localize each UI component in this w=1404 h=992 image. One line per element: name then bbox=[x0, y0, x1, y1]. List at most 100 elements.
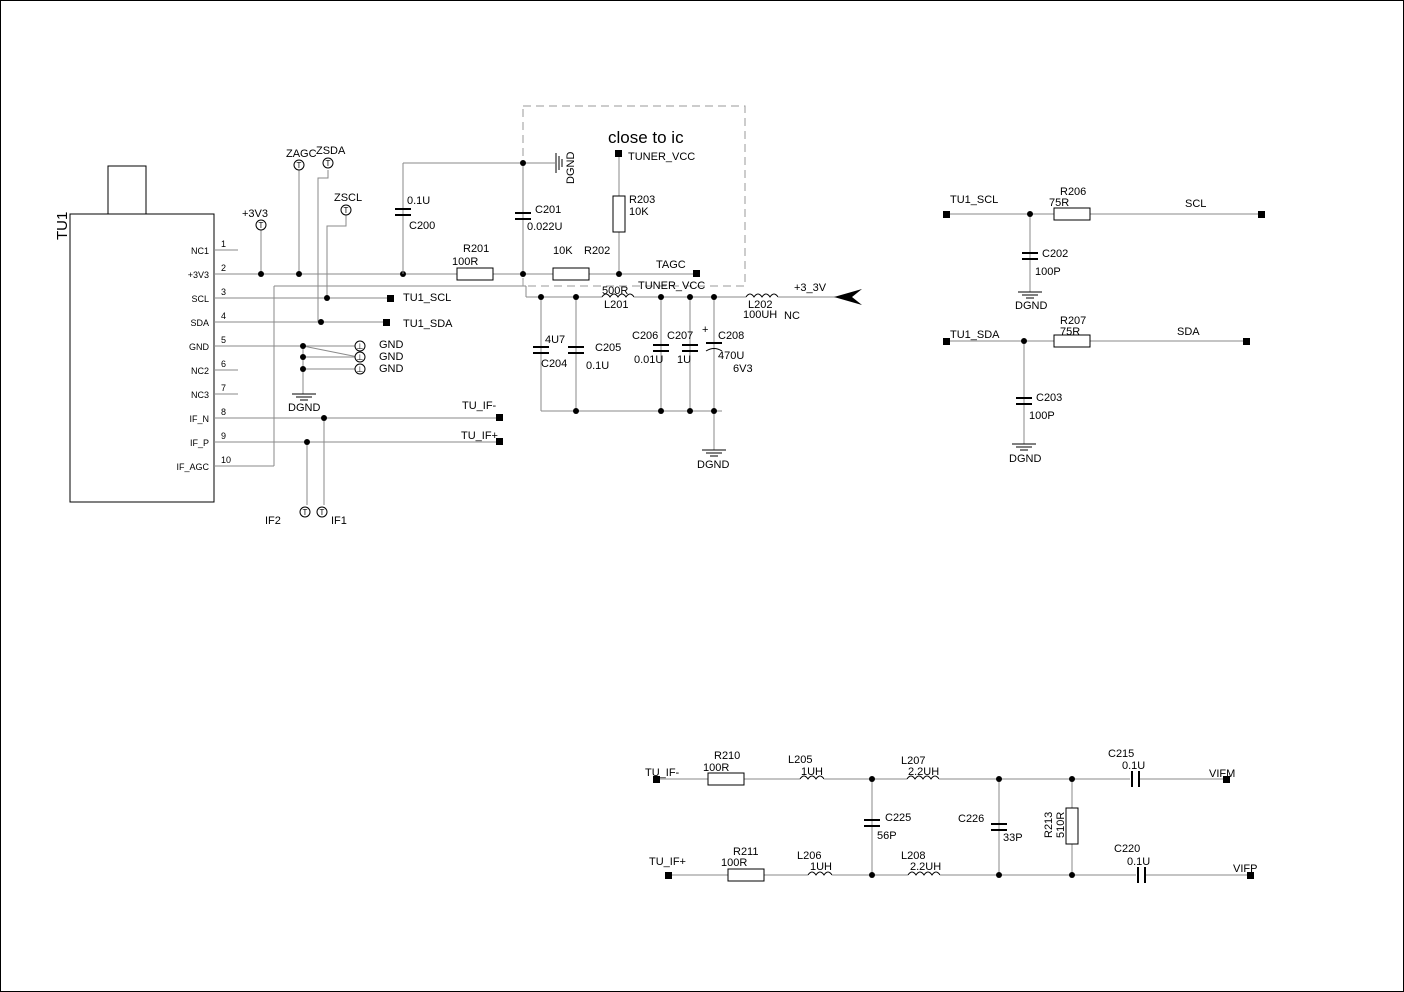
c203-ref: C203 bbox=[1036, 392, 1062, 404]
tuner-pin-name: +3V3 bbox=[188, 270, 209, 280]
svg-text:⊥: ⊥ bbox=[357, 353, 364, 362]
dgnd-bottom-icon: DGND bbox=[697, 449, 729, 471]
c208-polarity: + bbox=[702, 324, 708, 336]
r202-value: 10K bbox=[553, 245, 573, 257]
r210-ref: R210 bbox=[714, 750, 740, 762]
c215-value: 0.1U bbox=[1122, 760, 1145, 772]
testpoint-zscl-icon: T ZSCL bbox=[334, 192, 362, 216]
c205-ref: C205 bbox=[595, 342, 621, 354]
tuner-pin-number: 8 bbox=[221, 407, 226, 417]
net-sda-out: SDA bbox=[1177, 326, 1200, 338]
testpoint-zsda-icon: T ZSDA bbox=[316, 145, 346, 169]
tuner-module: TU1 NC11+3V32SCL3SDA4GND5NC26NC37IF_N8IF… bbox=[54, 165, 231, 503]
c208-value: 470U bbox=[718, 350, 744, 362]
testpoint-if2-icon: T IF2 bbox=[265, 506, 311, 527]
tuner-pin-list: NC11+3V32SCL3SDA4GND5NC26NC37IF_N8IF_P9I… bbox=[176, 239, 231, 472]
svg-text:T: T bbox=[303, 508, 308, 517]
l207-value: 2.2UH bbox=[908, 766, 939, 778]
c205-value: 0.1U bbox=[586, 360, 609, 372]
c201-ref: C201 bbox=[535, 204, 561, 216]
l206-value: 1UH bbox=[810, 861, 832, 873]
net-vifp: VIFP bbox=[1233, 863, 1257, 875]
l201-value: 500R bbox=[602, 285, 628, 297]
tuner-pin-name: SDA bbox=[190, 318, 209, 328]
c226-value: 33P bbox=[1003, 832, 1023, 844]
net-sda-in: TU1_SDA bbox=[950, 329, 1000, 341]
r207-value: 75R bbox=[1060, 326, 1080, 338]
power-input-arrow-icon bbox=[834, 289, 862, 305]
c220-ref: C220 bbox=[1114, 843, 1140, 855]
r207-ref: R207 bbox=[1060, 315, 1086, 327]
r210-value: 100R bbox=[703, 762, 729, 774]
net-tuner-vcc-top: TUNER_VCC bbox=[628, 151, 695, 163]
dgnd-scl-label: DGND bbox=[1015, 300, 1047, 312]
c225-ref: C225 bbox=[885, 812, 911, 824]
r206-ref: R206 bbox=[1060, 186, 1086, 198]
tuner-pin-name: NC3 bbox=[191, 390, 209, 400]
net-tu1-scl: TU1_SCL bbox=[403, 292, 451, 304]
tuner-pin-number: 1 bbox=[221, 239, 226, 249]
r202-ref: R202 bbox=[584, 245, 610, 257]
c200-ref: C200 bbox=[409, 220, 435, 232]
r203-value: 10K bbox=[629, 206, 649, 218]
close-to-ic-box bbox=[522, 105, 746, 287]
testpoint-zscl-label: ZSCL bbox=[334, 192, 362, 204]
net-tuner-vcc-mid: TUNER_VCC bbox=[638, 280, 705, 292]
net-scl-in: TU1_SCL bbox=[950, 194, 998, 206]
testpoint-zagc-icon: T ZAGC bbox=[286, 148, 317, 171]
l208-ref: L208 bbox=[901, 850, 925, 862]
c204-ref: C204 bbox=[541, 358, 567, 370]
tuner-pin-name: IF_P bbox=[190, 438, 209, 448]
gnd-symbols: ⊥ ⊥ ⊥ GND GND GND bbox=[354, 339, 404, 375]
l202-nc: NC bbox=[784, 310, 800, 322]
tuner-pin-name: NC2 bbox=[191, 366, 209, 376]
tuner-pin-number: 9 bbox=[221, 431, 226, 441]
c206-ref: C206 bbox=[632, 330, 658, 342]
net-tagc: TAGC bbox=[656, 259, 686, 271]
net-if-left-plus: TU_IF+ bbox=[649, 856, 686, 868]
c200-value: 0.1U bbox=[407, 195, 430, 207]
tuner-connector bbox=[107, 165, 147, 215]
l205-ref: L205 bbox=[788, 754, 812, 766]
c206-value: 0.01U bbox=[634, 354, 663, 366]
tuner-pin-number: 5 bbox=[221, 335, 226, 345]
l207-ref: L207 bbox=[901, 755, 925, 767]
c226-ref: C226 bbox=[958, 813, 984, 825]
c208-rating: 6V3 bbox=[733, 363, 753, 375]
tuner-pin-number: 7 bbox=[221, 383, 226, 393]
l201-ref: L201 bbox=[604, 299, 628, 311]
dgnd-bottom-label: DGND bbox=[697, 459, 729, 471]
net-p3-3v: +3_3V bbox=[794, 282, 827, 294]
r211-ref: R211 bbox=[733, 846, 758, 858]
power-section: close to ic DGND 0.1U C200 C201 0.022U R… bbox=[395, 105, 862, 471]
l202-ref: L202 bbox=[748, 299, 772, 311]
l206-ref: L206 bbox=[797, 850, 821, 862]
tuner-net-labels: TU1_SCL TU1_SDA TU_IF- TU_IF+ bbox=[383, 292, 503, 445]
c204-value: 4U7 bbox=[545, 334, 565, 346]
dgnd-sda-label: DGND bbox=[1009, 453, 1041, 465]
net-tu1-sda: TU1_SDA bbox=[403, 318, 453, 330]
gnd-label-2: GND bbox=[379, 351, 404, 363]
c202-ref: C202 bbox=[1042, 248, 1068, 260]
c208-ref: C208 bbox=[718, 330, 744, 342]
r213-value: 510R bbox=[1055, 812, 1067, 838]
net-if-left-minus: TU_IF- bbox=[645, 767, 680, 779]
testpoint-zsda-label: ZSDA bbox=[316, 145, 346, 157]
c215-ref: C215 bbox=[1108, 748, 1134, 760]
r203-ref: R203 bbox=[629, 194, 655, 206]
svg-text:T: T bbox=[326, 159, 331, 168]
r213-ref: R213 bbox=[1043, 812, 1055, 838]
i2c-sda-filter: TU1_SDA SDA R207 75R C203 100P DGND bbox=[943, 315, 1250, 465]
tuner-ref: TU1 bbox=[54, 212, 71, 240]
close-to-ic-note: close to ic bbox=[608, 128, 684, 147]
testpoint-3v3-label: +3V3 bbox=[242, 208, 268, 220]
testpoint-if1-icon: T IF1 bbox=[316, 506, 347, 527]
tuner-pin-number: 2 bbox=[221, 263, 226, 273]
tuner-pin-number: 10 bbox=[221, 455, 231, 465]
dgnd-top-label: DGND bbox=[565, 152, 577, 184]
power-junctions bbox=[520, 160, 717, 414]
tuner-pin-name: SCL bbox=[191, 294, 209, 304]
testpoints: T +3V3 T ZAGC T ZSDA T ZSCL T IF2 T IF1 bbox=[242, 145, 362, 527]
tuner-pin-number: 3 bbox=[221, 287, 226, 297]
